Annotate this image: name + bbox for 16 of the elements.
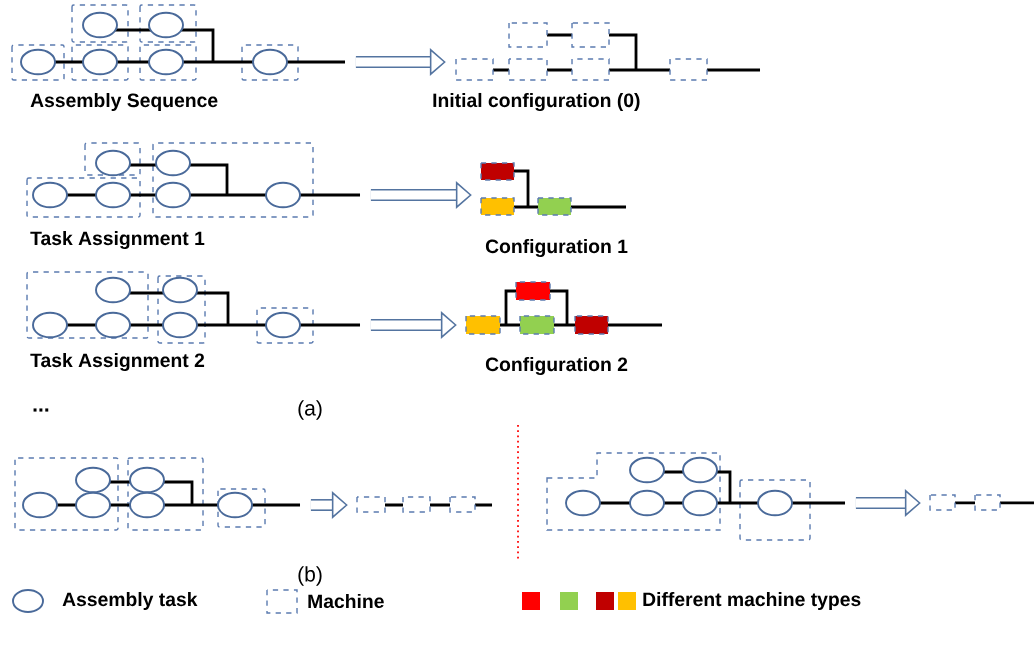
machine-configuration-drawing — [356, 496, 492, 513]
legend-text: Machine — [308, 593, 384, 609]
task-assignment-drawing — [546, 452, 845, 541]
legend-text: Different machine types — [643, 592, 861, 610]
node-label: Configuration 2 — [485, 356, 628, 376]
node-label: Initial configuration (0) — [433, 92, 640, 112]
node-label: Task Assignment 1 — [30, 230, 205, 250]
node-label: Configuration 1 — [485, 238, 628, 258]
legend-text: Assembly task — [62, 592, 198, 610]
panel-label: (b) — [298, 566, 322, 586]
machine-configuration-drawing — [929, 494, 1034, 511]
task-assignment-drawing — [14, 457, 300, 531]
ellipsis: ... — [33, 408, 49, 412]
panel-label: (a) — [298, 400, 322, 420]
node-label: Assembly Sequence — [30, 93, 218, 111]
node-label: Task Assignment 2 — [30, 352, 205, 372]
